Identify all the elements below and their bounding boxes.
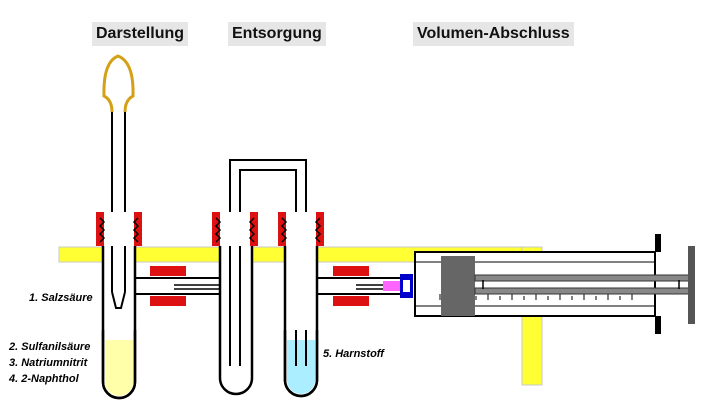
reaction-tube xyxy=(101,230,137,400)
syringe-finger-grips xyxy=(655,234,661,334)
u-bridge-tube xyxy=(229,159,307,190)
dropper-bulb xyxy=(102,54,135,113)
rubber-stopper xyxy=(278,212,324,246)
inlet-capillary xyxy=(111,110,126,309)
plunger-handle xyxy=(688,246,695,324)
rubber-stopper xyxy=(96,212,142,246)
label-salzsaeure: 1. Salzsäure xyxy=(29,292,93,304)
header-entsorgung: Entsorgung xyxy=(228,22,326,46)
rubber-stopper xyxy=(212,212,258,246)
syringe-piston xyxy=(441,256,475,316)
header-volumen-abschluss: Volumen-Abschluss xyxy=(413,22,574,46)
reaction-liquid xyxy=(105,340,133,396)
side-arm-connection xyxy=(317,266,402,306)
label-naphthol: 4. 2-Naphthol xyxy=(9,373,79,385)
header-darstellung: Darstellung xyxy=(92,22,189,46)
hose-clamp xyxy=(383,274,413,298)
side-arm-connection xyxy=(135,266,220,306)
label-harnstoff: 5. Harnstoff xyxy=(323,348,384,360)
label-sulfanilsaeure: 2. Sulfanilsäure xyxy=(9,341,91,353)
urea-tube xyxy=(283,230,319,398)
urea-liquid xyxy=(287,340,315,394)
label-natriumnitrit: 3. Natriumnitrit xyxy=(9,357,88,369)
